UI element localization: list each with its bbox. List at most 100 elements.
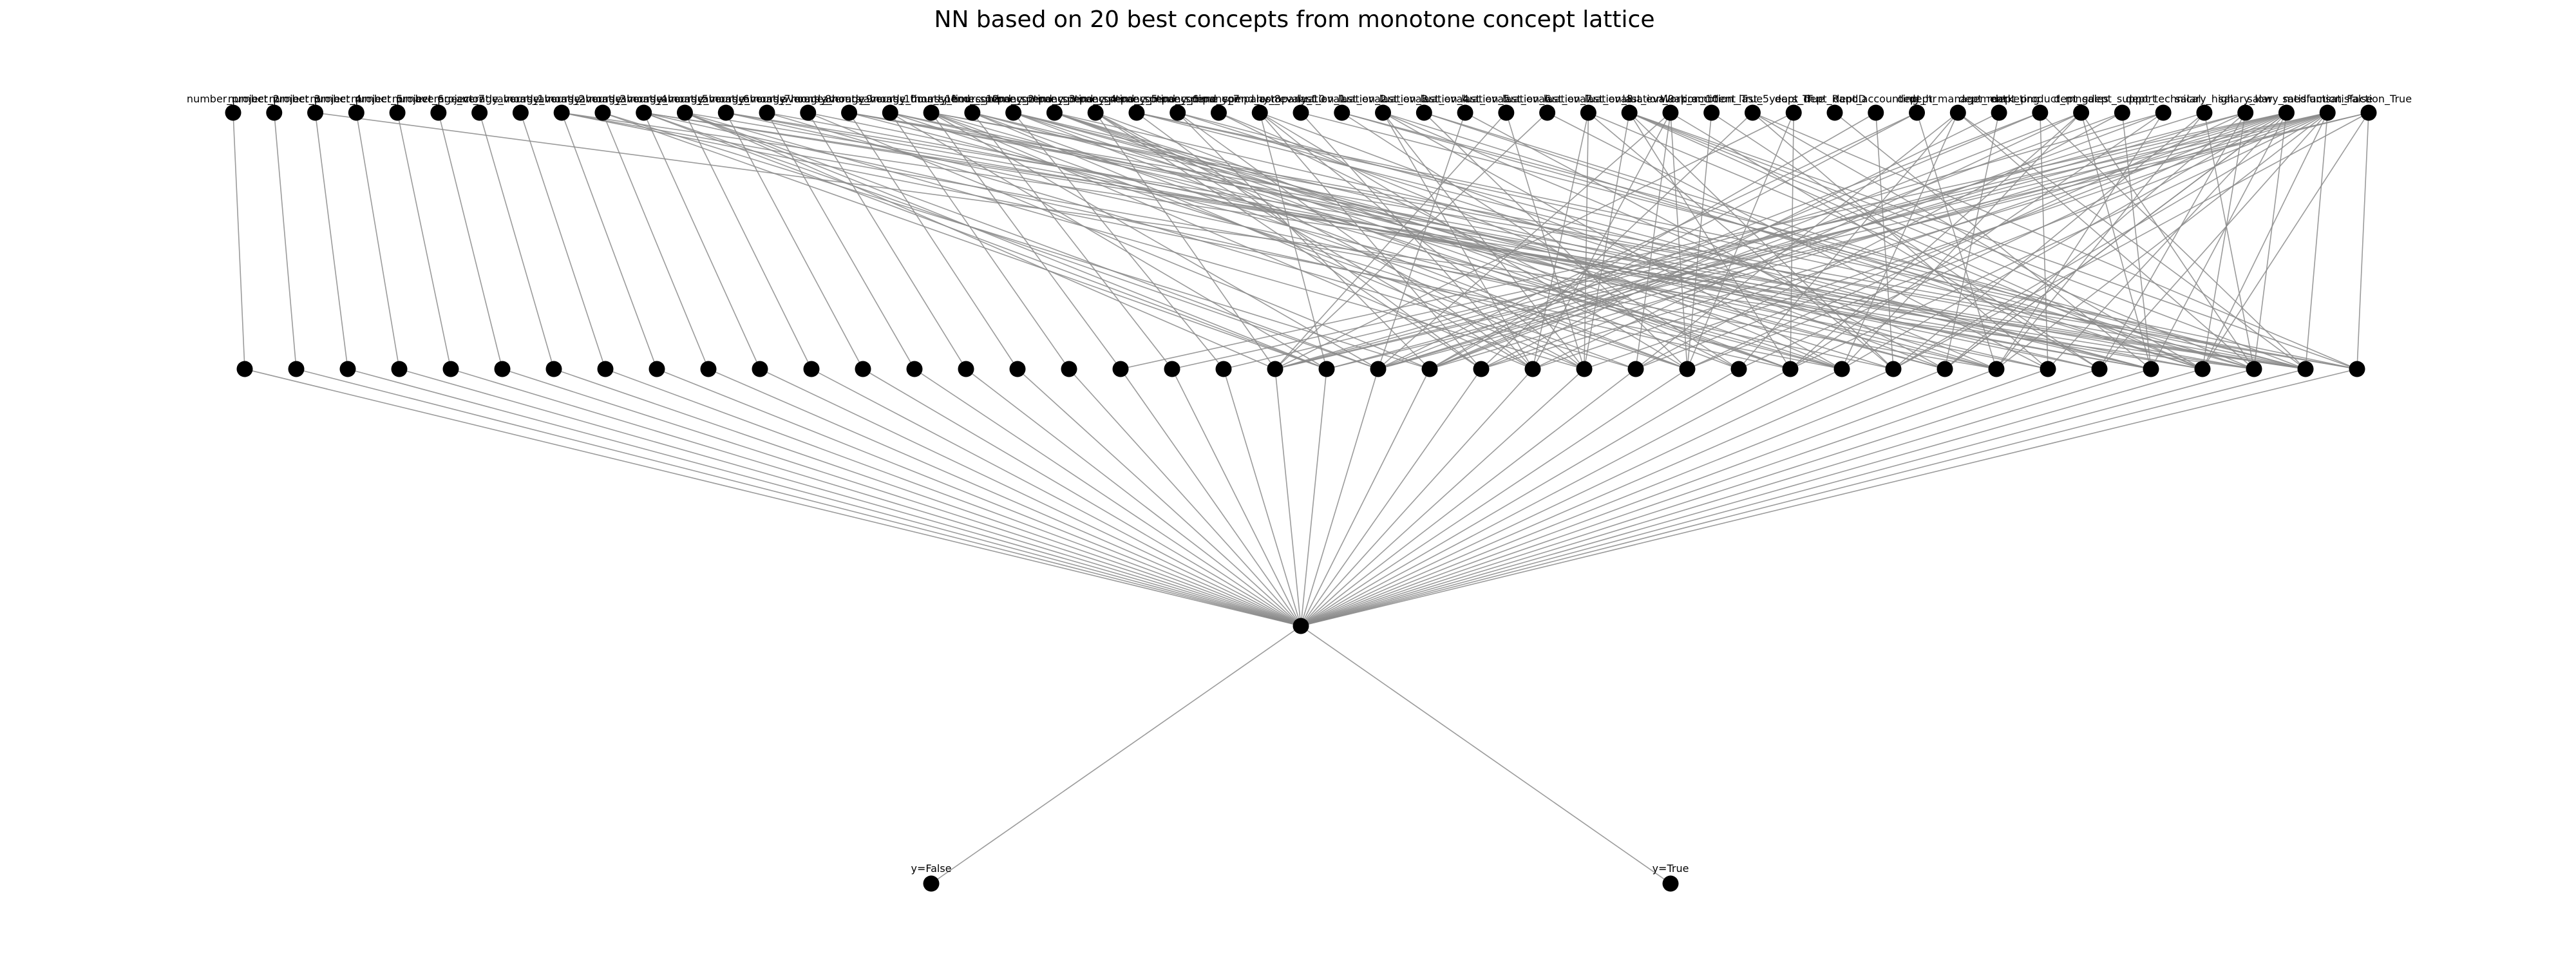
edge-input-hidden	[1424, 112, 2255, 370]
edge-input-hidden	[972, 112, 2049, 370]
input-node	[1334, 104, 1350, 121]
input-node	[1498, 104, 1515, 121]
edge-input-hidden	[1177, 112, 1997, 370]
input-node-label: number_project_6	[351, 93, 444, 106]
hidden-node	[1061, 361, 1077, 377]
hidden-node	[958, 361, 974, 377]
input-node	[2073, 104, 2090, 121]
edge-input-hidden	[685, 112, 1379, 370]
edge-hidden-pool	[1300, 368, 1842, 627]
edge-input-hidden	[1383, 112, 2203, 370]
input-node-label: last_evaluation_3	[1338, 93, 1428, 106]
edge-input-hidden	[562, 112, 1997, 370]
hidden-node	[1421, 361, 1438, 377]
edge-input-hidden	[1171, 112, 2328, 370]
hidden-node	[2246, 361, 2262, 377]
edge-hidden-pool	[1300, 368, 1946, 627]
edge-input-hidden	[1013, 112, 1791, 370]
hidden-node	[1833, 361, 1850, 377]
edge-hidden-pool	[1300, 368, 1739, 627]
edge-hidden-pool	[1300, 368, 2255, 627]
edge-input-hidden	[2356, 112, 2369, 370]
input-node-label: time_spend_company_7	[1115, 93, 1240, 106]
hidden-node	[236, 361, 253, 377]
edges-group	[232, 112, 2369, 884]
edge-input-hidden	[1944, 112, 2287, 370]
input-node	[348, 104, 365, 121]
input-node-label: last_evaluation_8	[1544, 93, 1633, 106]
edge-pool-output	[931, 625, 1302, 884]
input-node	[553, 104, 570, 121]
nodes-group	[225, 104, 2377, 892]
edge-hidden-pool	[1300, 368, 1482, 627]
edge-hidden-pool	[1223, 368, 1302, 627]
input-node	[1744, 104, 1761, 121]
edge-input-hidden	[2253, 112, 2287, 370]
input-node	[1826, 104, 1843, 121]
input-node	[2032, 104, 2049, 121]
edge-input-hidden	[1629, 112, 2306, 370]
edge-input-hidden	[643, 112, 2306, 370]
edge-input-hidden	[1429, 112, 2287, 370]
edge-input-hidden	[1341, 112, 2255, 370]
edge-input-hidden	[1378, 112, 2328, 370]
edge-input-hidden	[520, 112, 606, 370]
input-node	[1785, 104, 1802, 121]
edge-hidden-pool	[296, 368, 1302, 627]
hidden-node	[2297, 361, 2314, 377]
edge-input-hidden	[314, 112, 348, 370]
input-node-label: satisfaction_False	[2282, 93, 2372, 106]
edge-input-hidden	[1790, 112, 2328, 370]
input-node-label: time_spend_company_5	[1034, 93, 1158, 106]
edge-input-hidden	[1341, 112, 1739, 370]
edge-input-hidden	[1629, 112, 2255, 370]
input-node-label: number_project_5	[310, 93, 402, 106]
input-node-label: dept_product_mng	[1992, 93, 2088, 106]
edge-input-hidden	[1584, 112, 1630, 370]
edge-input-hidden	[1738, 112, 1958, 370]
input-node-label: time_spend_company_3	[951, 93, 1075, 106]
edge-input-hidden	[1424, 112, 2203, 370]
edge-hidden-pool	[708, 368, 1302, 627]
input-node	[1170, 104, 1186, 121]
edge-input-hidden	[2202, 112, 2328, 370]
edge-hidden-pool	[1300, 368, 1533, 627]
hidden-node	[1524, 361, 1541, 377]
input-node-label: dept_technical	[2126, 93, 2201, 106]
edge-hidden-pool	[553, 368, 1302, 627]
input-node	[1909, 104, 1926, 121]
input-node-label: average_montly_hours_9	[744, 93, 873, 106]
input-node	[1621, 104, 1638, 121]
edge-input-hidden	[889, 112, 1327, 370]
edge-hidden-pool	[914, 368, 1302, 627]
edge-hidden-pool	[1300, 368, 2306, 627]
input-node-label: dept_sales	[2054, 93, 2108, 106]
edge-input-hidden	[643, 112, 2255, 370]
hidden-node	[1937, 361, 1953, 377]
hidden-node	[1627, 361, 1644, 377]
edge-input-hidden	[1326, 112, 2287, 370]
edge-hidden-pool	[1300, 368, 1997, 627]
edge-hidden-pool	[862, 368, 1302, 627]
edge-input-hidden	[1629, 112, 1894, 370]
input-node-label: dept_IT	[1775, 93, 1813, 106]
edge-input-hidden	[232, 112, 245, 370]
input-node-label: average_montly_hours_3	[497, 93, 626, 106]
edge-input-hidden	[808, 112, 2049, 370]
edge-input-hidden	[1635, 112, 2287, 370]
input-node	[1703, 104, 1720, 121]
input-node	[923, 104, 940, 121]
output-node	[1662, 875, 1679, 892]
edge-hidden-pool	[244, 368, 1302, 627]
edge-input-hidden	[561, 112, 658, 370]
edge-hidden-pool	[1171, 368, 1302, 627]
edge-input-hidden	[685, 112, 1276, 370]
edge-input-hidden	[602, 112, 709, 370]
edge-hidden-pool	[1300, 368, 1327, 627]
edge-input-hidden	[2099, 112, 2328, 370]
input-node	[1005, 104, 1022, 121]
input-node	[225, 104, 242, 121]
input-node-label: last_evaluation_6	[1461, 93, 1551, 106]
edge-input-hidden	[562, 112, 2306, 370]
